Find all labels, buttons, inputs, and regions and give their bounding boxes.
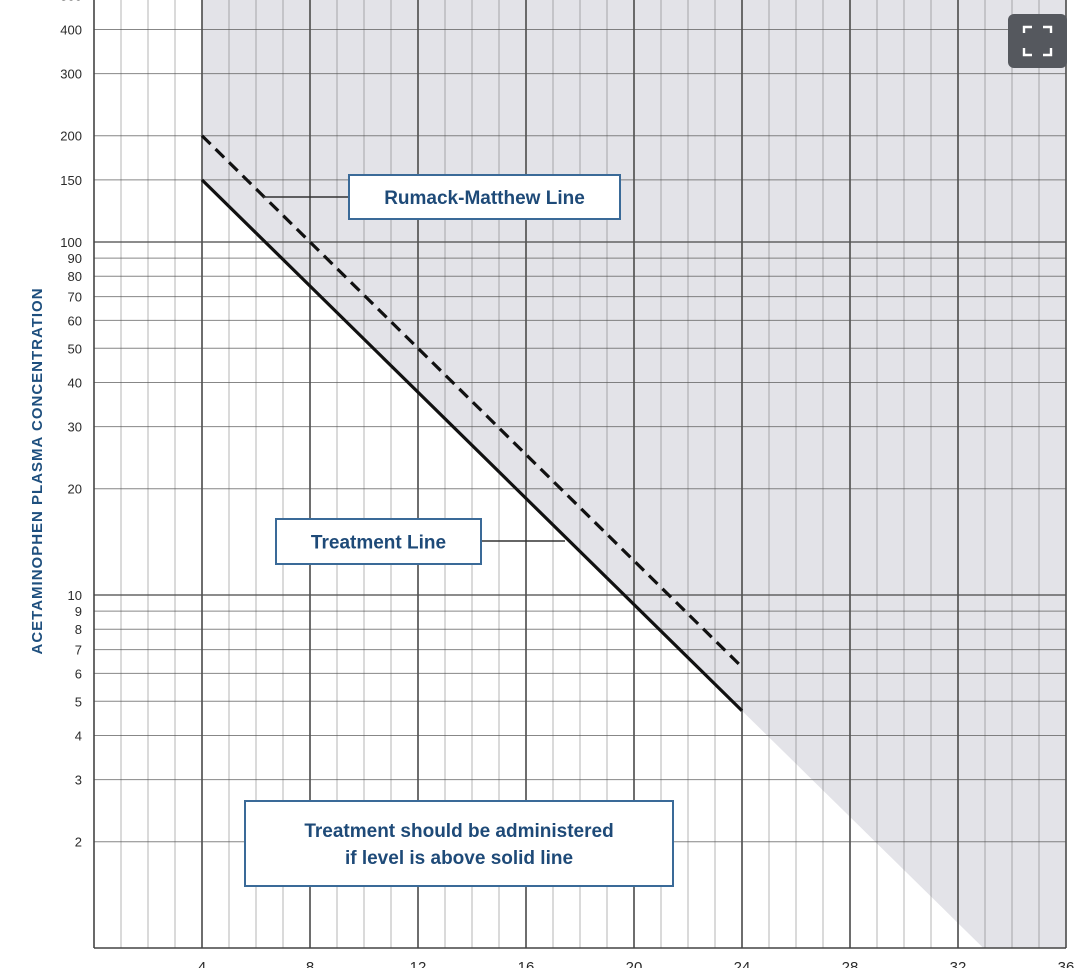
x-tick-label: 4 [198,959,206,968]
y-tick-label: 2 [75,835,82,850]
x-tick-label: 12 [410,959,427,968]
x-tick-label: 24 [734,959,751,968]
y-tick-label: 8 [75,622,82,637]
treatment-note-callout-text: Treatment should be administered [304,821,613,842]
treatment-line-callout-text: Treatment Line [311,533,446,554]
y-tick-label: 4 [75,728,82,743]
y-tick-label: 6 [75,666,82,681]
y-tick-label: 500 [60,0,82,3]
y-tick-label: 9 [75,604,82,619]
y-tick-label: 150 [60,173,82,188]
y-tick-label: 40 [68,375,82,390]
x-tick-label: 28 [842,959,859,968]
x-tick-label: 32 [950,959,967,968]
rumack-matthew-callout-box [348,174,621,220]
treatment-note-callout-box [244,800,674,887]
x-tick-label: 8 [306,959,314,968]
treatment-line [200,178,744,712]
y-tick-label: 100 [60,235,82,250]
series [200,134,744,712]
y-tick-label: 400 [60,22,82,37]
y-tick-label: 10 [68,588,82,603]
y-tick-label: 200 [60,129,82,144]
fullscreen-icon [1022,25,1053,57]
x-tick-label: 20 [626,959,643,968]
y-tick-label: 50 [68,341,82,356]
y-tick-label: 70 [68,290,82,305]
axes [93,0,1066,949]
y-tick-label: 30 [68,420,82,435]
y-tick-label: 60 [68,313,82,328]
treatment-note-callout-text: if level is above solid line [345,848,573,869]
y-tick-label: 3 [75,773,82,788]
y-tick-label: 300 [60,67,82,82]
rumack-matthew-callout-text: Rumack-Matthew Line [384,188,585,209]
rumack-matthew-line [200,134,744,669]
y-axis-label: ACETAMINOPHEN PLASMA CONCENTRATION [29,287,46,654]
fullscreen-button[interactable] [1008,14,1067,68]
y-tick-label: 90 [68,251,82,266]
y-tick-label: 5 [75,694,82,709]
x-tick-label: 36 [1058,959,1075,968]
y-tick-label: 7 [75,643,82,658]
treatment-line-callout-box [275,518,482,565]
y-tick-label: 80 [68,269,82,284]
y-tick-label: 20 [68,482,82,497]
x-tick-label: 16 [518,959,535,968]
